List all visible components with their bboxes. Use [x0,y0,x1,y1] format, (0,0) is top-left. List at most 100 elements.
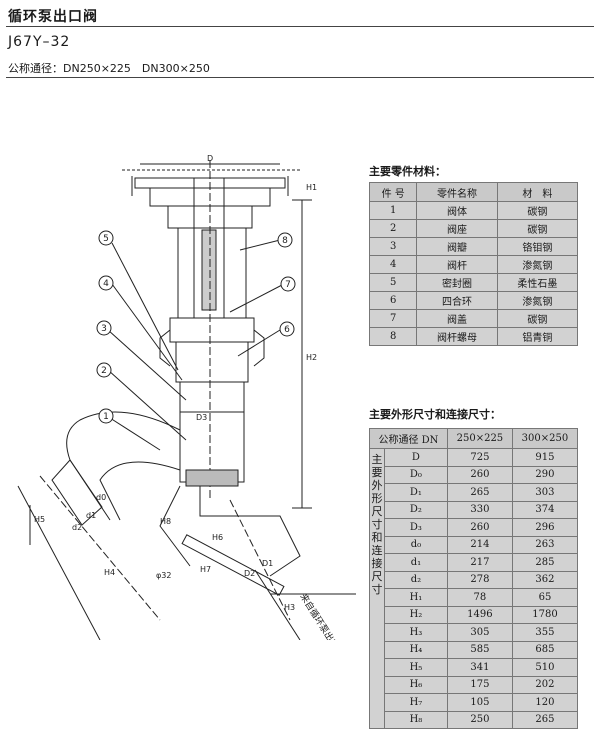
cell-dimension: D₀ [384,465,448,484]
cell-part-no: 1 [368,201,418,220]
cell-dimension: H₅ [384,658,448,677]
cell-part-name: 阀杆螺母 [416,327,498,346]
cell-part-name: 四合环 [416,291,498,310]
callout-7 [280,276,296,292]
dim-D: D [207,154,213,163]
valve-disc [185,469,239,487]
col-nominal-diameter: 公称通径 DN [369,428,448,449]
cell-value-size-2: 510 [511,658,579,677]
cell-value-size-2: 265 [511,710,579,729]
cell-dimension: H₃ [384,623,448,642]
cell-dimension: D₁ [384,483,448,502]
cell-part-no: 3 [368,237,418,256]
cell-value-size-1: 260 [446,518,513,537]
group-label-char: 形 [371,492,383,505]
nominal-diameter-spec: 公称通径：DN250×225 DN300×250 [8,60,210,76]
dim-d0: d0 [96,493,106,502]
cell-part-no: 5 [368,273,418,292]
cell-value-size-2: 120 [511,693,579,712]
group-label-char: 寸 [371,518,383,531]
callout-2-label: 2 [101,366,107,376]
cell-material: 渗氮钢 [496,255,579,274]
dim-H5: H5 [34,515,45,524]
cell-part-no: 6 [368,291,418,310]
cell-value-size-1: 250 [446,710,513,729]
cell-value-size-2: 285 [511,553,579,572]
col-part-no: 件 号 [368,182,418,202]
cell-part-name: 阀瓣 [416,237,498,256]
callout-6 [279,321,295,337]
cell-value-size-1: 1496 [446,605,513,624]
cell-value-size-1: 278 [446,570,513,589]
dim-D2: D2 [244,569,255,578]
cell-value-size-2: 915 [511,448,579,467]
callout-8 [277,232,293,248]
cell-dimension: H₄ [384,640,448,659]
materials-title: 主要零件材料： [369,165,446,178]
cell-dimension: H₁ [384,588,448,607]
inlet-label: 来自循环泵出口 [297,591,341,640]
materials-header-row: 件 号 零件名称 材 料 [368,182,579,202]
cell-part-name: 阀座 [416,219,498,238]
cell-part-no: 8 [368,327,418,346]
group-label-char: 主 [371,453,383,466]
group-label-char: 接 [371,557,383,570]
group-label-char: 要 [371,466,383,479]
cell-part-no: 4 [368,255,418,274]
model-number: J67Y–32 [8,34,71,50]
cell-value-size-1: 341 [446,658,513,677]
cell-value-size-1: 217 [446,553,513,572]
valve-drawing: 5 4 3 2 1 6 7 8 D H1 H2 H3 H4 H5 H6 H7 H… [17,154,356,640]
spec-label: 公称通径： [8,62,63,75]
cell-dimension: H₈ [384,710,448,729]
cell-material: 渗氮钢 [496,291,579,310]
cell-value-size-2: 355 [511,623,579,642]
spec-rule [6,77,594,78]
cell-value-size-2: 290 [511,465,579,484]
cell-value-size-1: 330 [446,500,513,519]
group-label-char: 尺 [371,570,383,583]
callout-3 [96,320,112,336]
dim-H6: H6 [212,533,223,542]
cell-part-name: 阀杆 [416,255,498,274]
dimensions-header-row: 公称通径 DN 250×225 300×250 [369,428,579,449]
cell-dimension: D [384,448,448,467]
group-label-char: 外 [371,479,383,492]
group-label-char: 连 [371,544,383,557]
callout-3-label: 3 [101,324,107,334]
cell-value-size-2: 263 [511,535,579,554]
col-part-name: 零件名称 [416,182,498,202]
dim-D1: D1 [262,559,273,568]
group-label: 主要外形尺寸和连接尺寸 [369,448,385,729]
cell-value-size-1: 214 [446,535,513,554]
cell-value-size-1: 725 [446,448,513,467]
cell-part-name: 密封圈 [416,273,498,292]
cell-value-size-2: 296 [511,518,579,537]
dim-H8: H8 [160,517,171,526]
group-label-char: 和 [371,531,383,544]
cell-material: 碳钢 [496,309,579,328]
dimensions-title: 主要外形尺寸和连接尺寸： [369,408,501,421]
callout-8-label: 8 [282,236,288,246]
callout-1-label: 1 [103,412,109,422]
cell-value-size-1: 78 [446,588,513,607]
callout-5 [98,230,114,246]
dim-phi32: φ32 [156,571,171,580]
cell-dimension: H₇ [384,693,448,712]
callout-4-label: 4 [103,279,109,289]
